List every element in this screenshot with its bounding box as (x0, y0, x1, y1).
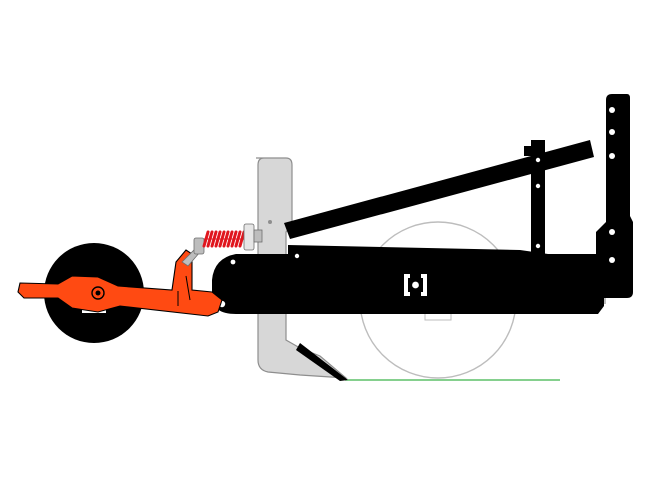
coil-spring (181, 223, 263, 267)
toolbar-frame (212, 245, 604, 314)
hitch-mast (596, 94, 633, 304)
top-link (284, 140, 594, 258)
ripper-shank (256, 157, 348, 381)
frame-bracket-icon (404, 274, 427, 296)
pivot-arm (17, 249, 223, 317)
